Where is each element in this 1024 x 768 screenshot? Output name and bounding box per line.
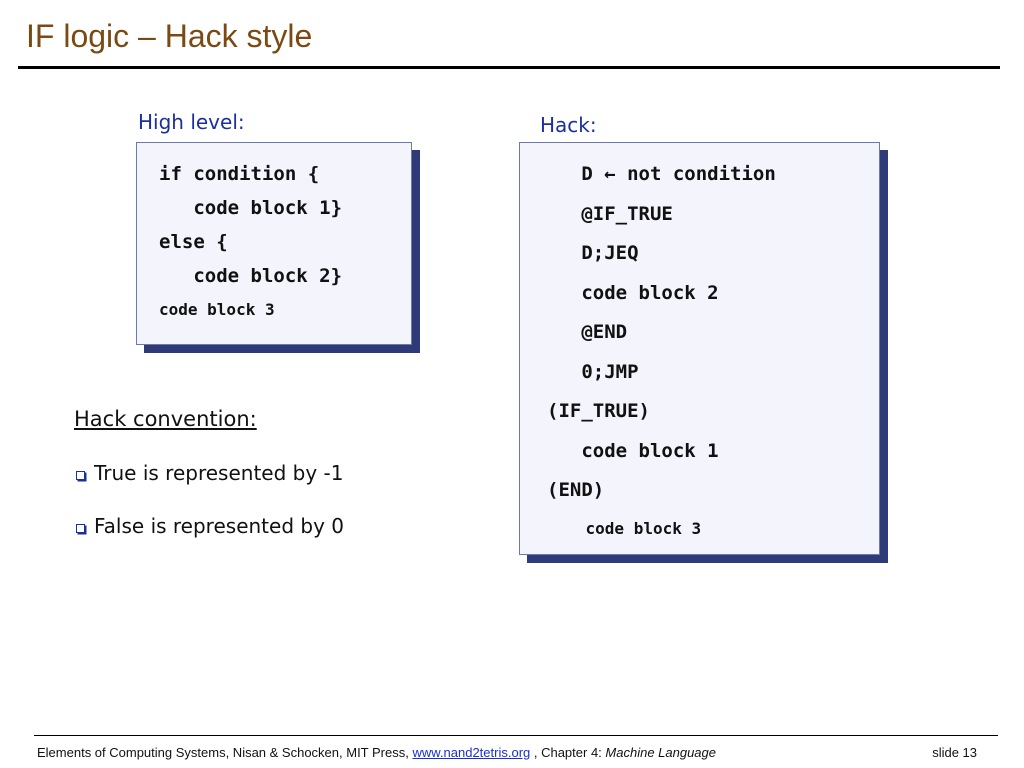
title-divider <box>18 66 1000 69</box>
high-level-code-box: if condition { code block 1} else { code… <box>136 142 412 345</box>
footer: Elements of Computing Systems, Nisan & S… <box>37 745 716 760</box>
hack-label: Hack: <box>540 113 597 137</box>
code-line: else { <box>159 231 228 253</box>
hack-code-box: D ← not condition @IF_TRUE D;JEQ code bl… <box>519 142 880 555</box>
square-bullet-icon <box>76 523 85 533</box>
code-line: @END <box>547 321 628 343</box>
convention-bullet: True is represented by -1 <box>76 461 343 485</box>
code-line: code block 2 <box>547 282 719 304</box>
code-line: code block 3 <box>159 300 275 319</box>
slide-number: slide 13 <box>932 745 977 760</box>
footer-text: , Chapter 4: <box>530 745 606 760</box>
code-line: (IF_TRUE) <box>547 400 650 422</box>
code-line: (END) <box>547 479 605 501</box>
code-line: @IF_TRUE <box>547 203 673 225</box>
slide-title: IF logic – Hack style <box>26 18 313 54</box>
high-level-label: High level: <box>138 110 245 134</box>
code-line: code block 3 <box>547 519 702 538</box>
bullet-text: True is represented by -1 <box>94 461 344 485</box>
footer-text: Elements of Computing Systems, Nisan & S… <box>37 745 413 760</box>
code-line: code block 1} <box>159 197 343 219</box>
square-bullet-icon <box>76 470 85 480</box>
code-line: 0;JMP <box>547 361 639 383</box>
code-line: code block 2} <box>159 265 343 287</box>
code-line: D;JEQ <box>547 242 639 264</box>
bullet-text: False is represented by 0 <box>94 514 344 538</box>
website-link[interactable]: www.nand2tetris.org <box>412 745 531 760</box>
chapter-title: Machine Language <box>605 745 716 760</box>
convention-bullet: False is represented by 0 <box>76 514 344 538</box>
code-line: code block 1 <box>547 440 719 462</box>
code-line: if condition { <box>159 163 320 185</box>
footer-divider <box>34 735 998 736</box>
convention-heading: Hack convention: <box>74 407 257 431</box>
code-line: D ← not condition <box>547 163 776 185</box>
